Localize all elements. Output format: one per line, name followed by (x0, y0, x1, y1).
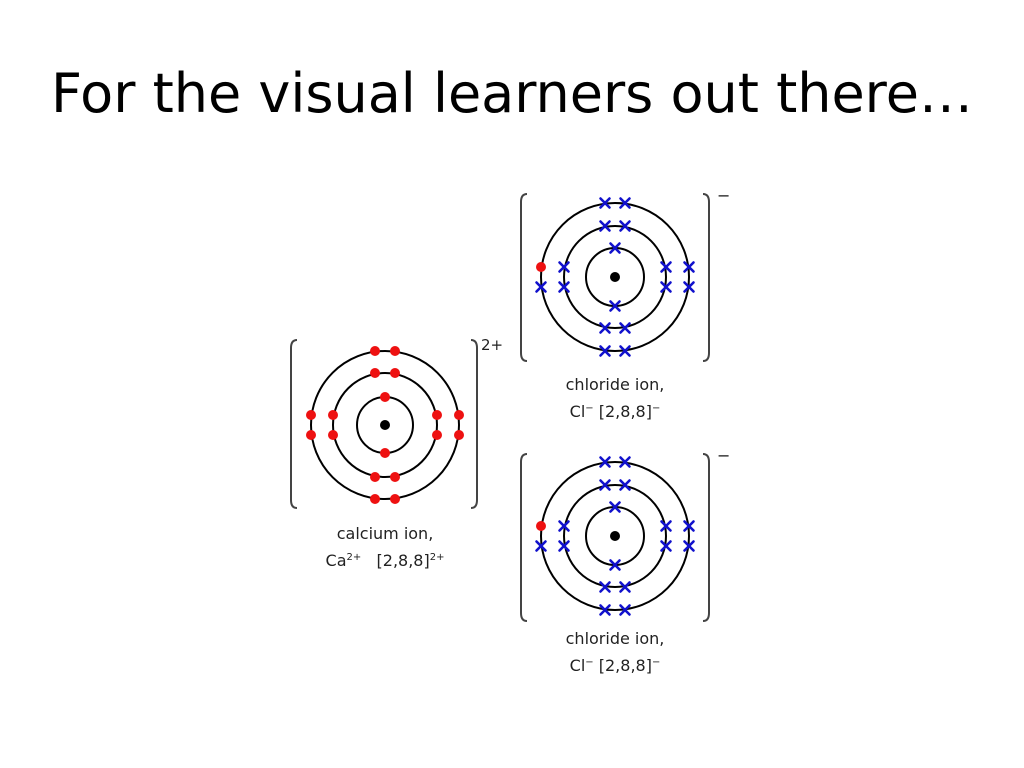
chloride-top-config-charge: − (651, 403, 661, 414)
chloride-top-symbol: Cl (569, 402, 586, 421)
electron (328, 430, 338, 440)
chloride-ion-top-diagram: − (520, 186, 730, 362)
electron (609, 501, 621, 513)
nucleus (380, 420, 390, 430)
electron (660, 540, 672, 552)
electron (370, 346, 380, 356)
right-bracket (470, 339, 478, 509)
electron (619, 220, 631, 232)
chloride-bottom-symbol: Cl (569, 656, 586, 675)
electron (558, 281, 570, 293)
electron (683, 281, 695, 293)
electron (619, 345, 631, 357)
calcium-config-charge: 2+ (429, 552, 445, 563)
chloride-bottom-charge-label: − (717, 446, 730, 465)
calcium-ion-caption: calcium ion, Ca2+ [2,8,8]2+ (290, 522, 480, 573)
electron (306, 410, 316, 420)
nucleus (610, 272, 620, 282)
electron (370, 368, 380, 378)
electron (535, 281, 547, 293)
electron (660, 281, 672, 293)
electron (599, 456, 611, 468)
chloride-bottom-config-charge: − (651, 657, 661, 668)
electron (558, 520, 570, 532)
chloride-bottom-formula: Cl− [2,8,8]− (520, 651, 710, 678)
gained-electron (536, 262, 546, 272)
electron (306, 430, 316, 440)
electron (609, 300, 621, 312)
gained-electron (536, 521, 546, 531)
chloride-bottom-configuration: [2,8,8] (598, 656, 652, 675)
shell-3 (310, 350, 460, 500)
electron (390, 472, 400, 482)
electron (599, 220, 611, 232)
chloride-top-charge-label: − (717, 186, 730, 205)
electron (454, 430, 464, 440)
electron (380, 448, 390, 458)
calcium-symbol: Ca (325, 551, 347, 570)
electron (599, 604, 611, 616)
electron (454, 410, 464, 420)
shell-2 (332, 372, 438, 478)
calcium-ion-label: calcium ion, (336, 524, 434, 543)
electron (390, 346, 400, 356)
electron (370, 472, 380, 482)
electron (619, 581, 631, 593)
electron (609, 242, 621, 254)
electron (380, 392, 390, 402)
electron (558, 540, 570, 552)
slide-title: For the visual learners out there… (51, 62, 973, 125)
chloride-bottom-caption: chloride ion, Cl− [2,8,8]− (520, 627, 710, 678)
electron (390, 494, 400, 504)
electron (683, 261, 695, 273)
chloride-top-caption: chloride ion, Cl− [2,8,8]− (520, 373, 710, 424)
chloride-top-label: chloride ion, (565, 375, 665, 394)
electron (619, 604, 631, 616)
electron (599, 322, 611, 334)
shell-2 (563, 225, 667, 329)
electron (609, 559, 621, 571)
electron (432, 410, 442, 420)
shell-3 (540, 461, 690, 611)
electron (599, 479, 611, 491)
chloride-bottom-symbol-charge: − (585, 657, 594, 668)
electron (328, 410, 338, 420)
electron (619, 479, 631, 491)
chloride-top-configuration: [2,8,8] (598, 402, 652, 421)
right-bracket (702, 193, 710, 362)
chloride-top-symbol-charge: − (585, 403, 594, 414)
chloride-ion-bottom-diagram: − (520, 446, 730, 622)
calcium-symbol-charge: 2+ (346, 552, 362, 563)
electron (535, 540, 547, 552)
shell-3 (540, 202, 690, 352)
electron (619, 322, 631, 334)
chloride-bottom-label: chloride ion, (565, 629, 665, 648)
electron (558, 261, 570, 273)
nucleus (610, 531, 620, 541)
left-bracket (520, 453, 528, 622)
electron (683, 520, 695, 532)
calcium-configuration: [2,8,8] (376, 551, 430, 570)
electron (660, 520, 672, 532)
electron (390, 368, 400, 378)
calcium-charge-label: 2+ (481, 336, 503, 354)
electron (683, 540, 695, 552)
chloride-top-formula: Cl− [2,8,8]− (520, 397, 710, 424)
electron (660, 261, 672, 273)
shell-2 (563, 484, 667, 588)
electron (370, 494, 380, 504)
electron (599, 345, 611, 357)
left-bracket (520, 193, 528, 362)
electron (619, 197, 631, 209)
electron (599, 581, 611, 593)
calcium-ion-formula: Ca2+ [2,8,8]2+ (290, 546, 480, 573)
electron (619, 456, 631, 468)
calcium-ion-diagram: 2+ (290, 336, 503, 509)
electron (599, 197, 611, 209)
left-bracket (290, 339, 298, 509)
electron (432, 430, 442, 440)
right-bracket (702, 453, 710, 622)
